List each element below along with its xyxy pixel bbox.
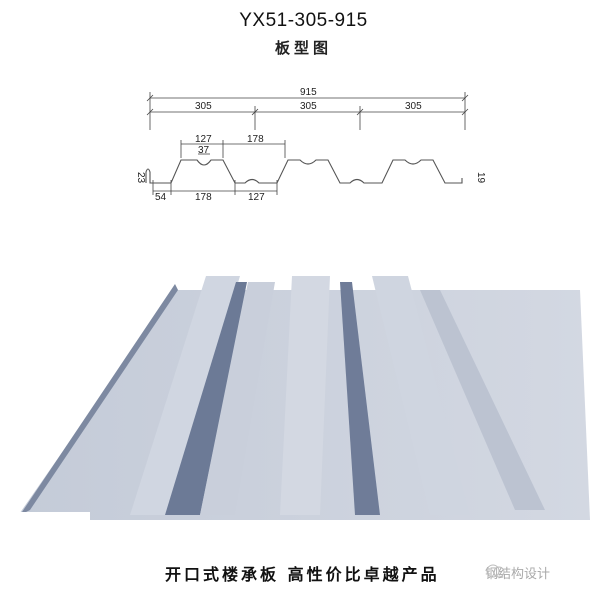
dim-19: 19 <box>475 172 486 184</box>
dim-127-top: 127 <box>195 134 212 145</box>
dim-305-c: 305 <box>405 101 422 112</box>
dim-127-bottom: 127 <box>248 192 265 203</box>
wechat-icon <box>486 564 505 578</box>
dim-54: 54 <box>155 192 167 203</box>
drawing-subtitle: 板型图 <box>274 39 332 57</box>
watermark-text: 钢结构设计 <box>485 567 551 582</box>
watermark: 钢结构设计 <box>485 563 550 582</box>
dim-23: 23 <box>135 172 146 184</box>
dim-178-top: 178 <box>247 134 264 145</box>
dim-37: 37 <box>198 145 210 156</box>
dim-178-bottom: 178 <box>195 192 212 203</box>
dim-915: 915 <box>300 87 317 98</box>
dim-305-b: 305 <box>300 101 317 112</box>
dim-305-a: 305 <box>195 101 212 112</box>
profile-drawing: 915 305 305 305 127 37 178 54 178 127 23… <box>135 87 486 203</box>
product-caption: 开口式楼承板 高性价比卓越产品 <box>165 565 440 584</box>
model-title: YX51-305-915 <box>239 10 368 31</box>
